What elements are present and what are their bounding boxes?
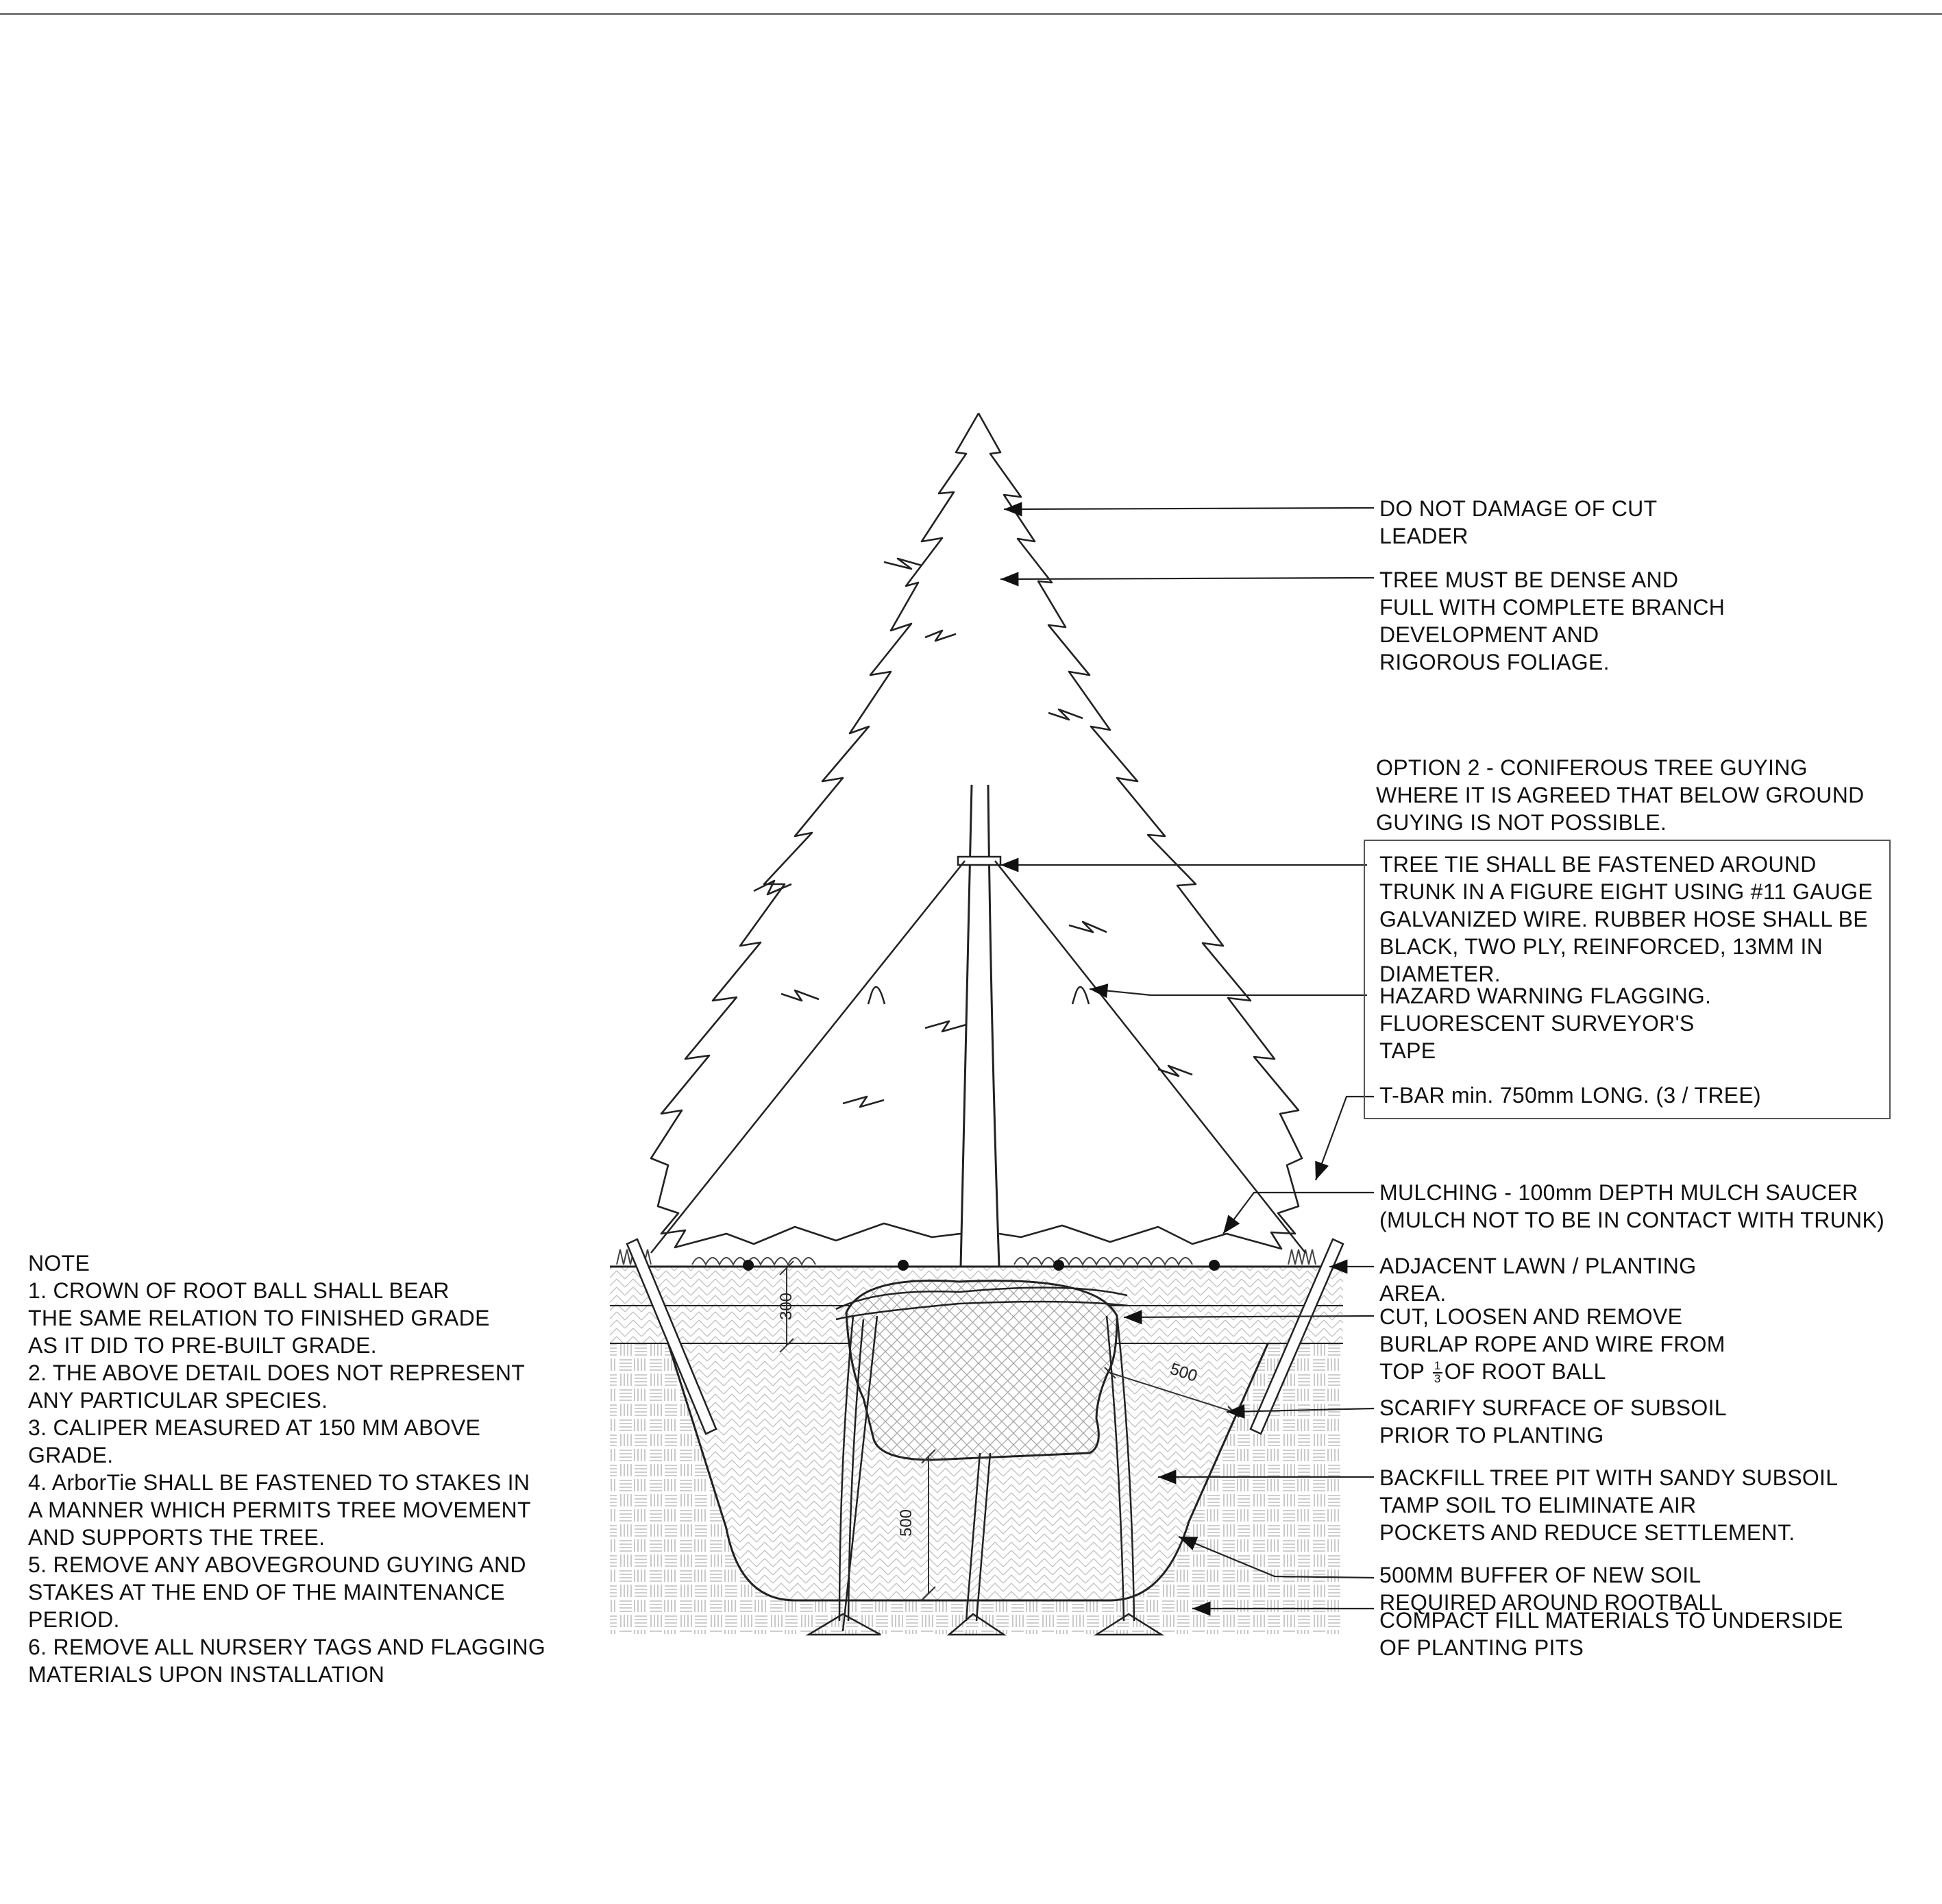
dimension-buffer-bottom: 500 [897, 1509, 915, 1537]
note-line: 6. REMOVE ALL NURSERY TAGS AND FLAGGING [28, 1635, 546, 1659]
callout-t-bar: T-BAR min. 750mm LONG. (3 / TREE) [1379, 1083, 1761, 1108]
note-line: GRADE. [28, 1443, 114, 1467]
guy-wires [650, 860, 1306, 1254]
tree-tie-callout-box [1364, 840, 1891, 1119]
t-bar-stakes [626, 1238, 1344, 1435]
note-line: AS IT DID TO PRE-BUILT GRADE. [28, 1333, 377, 1358]
note-line: 3. CALIPER MEASURED AT 150 MM ABOVE [28, 1415, 481, 1440]
note-line: 5. REMOVE ANY ABOVEGROUND GUYING AND [28, 1552, 526, 1577]
note-line: 2. THE ABOVE DETAIL DOES NOT REPRESENT [28, 1360, 526, 1385]
callout-leaders [1000, 502, 1375, 1616]
root-ball [835, 1279, 1128, 1461]
dimension-mulch-depth: 300 [777, 1293, 796, 1320]
sheet-border-line [0, 13, 1942, 15]
dimension-lines [779, 1260, 1240, 1601]
note-line: AND SUPPORTS THE TREE. [28, 1525, 325, 1550]
note-line: A MANNER WHICH PERMITS TREE MOVEMENT [28, 1498, 531, 1522]
note-line: MATERIALS UPON INSTALLATION [28, 1662, 385, 1687]
tree-trunk [957, 784, 1002, 1267]
general-notes: NOTE 1. CROWN OF ROOT BALL SHALL BEAR TH… [28, 1249, 545, 1688]
conifer-crown [650, 413, 1303, 1250]
note-line: 1. CROWN OF ROOT BALL SHALL BEAR [28, 1278, 450, 1303]
hazard-flagging [867, 986, 1090, 1005]
note-line: 4. ArborTie SHALL BE FASTENED TO STAKES … [28, 1470, 530, 1495]
notes-heading: NOTE [28, 1251, 90, 1276]
note-line: THE SAME RELATION TO FINISHED GRADE [28, 1306, 490, 1330]
callout-burlap: CUT, LOOSEN AND REMOVE BURLAP ROPE AND W… [1379, 1304, 1725, 1385]
note-line: ANY PARTICULAR SPECIES. [28, 1388, 328, 1413]
tie-points [743, 1260, 1220, 1271]
ground-anchors [805, 1314, 1165, 1636]
callout-hazard-flagging: HAZARD WARNING FLAGGING.FLUORESCENT SURV… [1379, 984, 1712, 1063]
note-line: STAKES AT THE END OF THE MAINTENANCE [28, 1580, 505, 1604]
callout-mulching: MULCHING - 100mm DEPTH MULCH SAUCER(MULC… [1379, 1180, 1885, 1232]
note-line: PERIOD. [28, 1607, 120, 1632]
